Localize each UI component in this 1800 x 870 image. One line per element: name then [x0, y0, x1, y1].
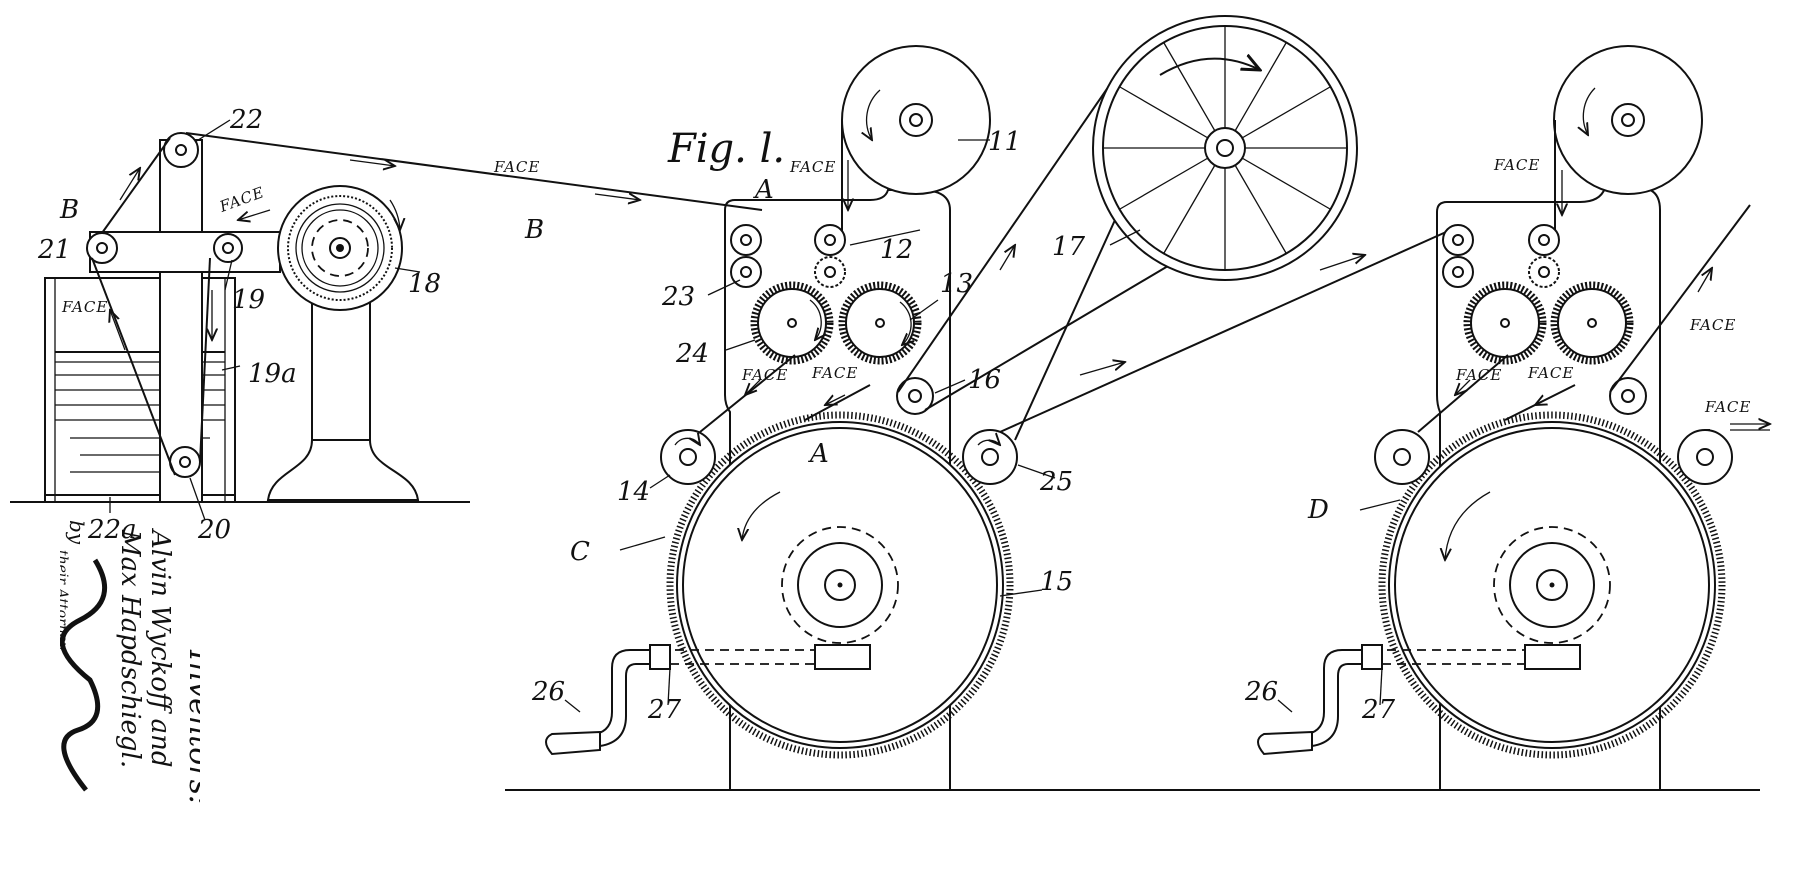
- pulley-19: [213, 233, 243, 263]
- label-D: D: [1307, 495, 1329, 525]
- label-B-mid: B: [524, 215, 544, 245]
- label-19a: 19a: [248, 359, 297, 389]
- roll-11: [841, 45, 991, 195]
- stand: [266, 289, 420, 501]
- label-18: 18: [408, 269, 441, 299]
- label-12: 12: [880, 235, 913, 265]
- label-27-left: 27: [647, 695, 682, 725]
- label-face-8: FACE: [1455, 366, 1502, 384]
- inventors-attorney: their Attorney.: [60, 550, 70, 653]
- pulley-22: [163, 132, 199, 168]
- label-22: 22: [229, 105, 263, 135]
- rolls-side-right: [1374, 377, 1733, 485]
- roll-25: [962, 429, 1018, 485]
- label-face-4: FACE: [789, 158, 836, 176]
- inventors-names-line2: Max Hapdschiegl.: [115, 529, 145, 768]
- label-22a: 22a: [87, 515, 137, 545]
- roll-16: [896, 377, 934, 415]
- label-face-6: FACE: [811, 364, 858, 382]
- label-face-10: FACE: [1689, 316, 1736, 334]
- label-17: 17: [1052, 232, 1086, 262]
- label-face-2: FACE: [216, 183, 267, 216]
- label-20: 20: [197, 515, 231, 545]
- right-machine: [1257, 45, 1770, 790]
- label-A-top: A: [753, 175, 774, 205]
- label-19: 19: [232, 285, 265, 315]
- attorney-signature: [60, 558, 108, 792]
- wheel-17: [1092, 15, 1358, 281]
- label-24: 24: [675, 339, 709, 369]
- crank-right: [1257, 644, 1581, 756]
- drum-15: [666, 411, 1014, 759]
- label-face-9: FACE: [1527, 364, 1574, 382]
- drum-right: [1378, 411, 1726, 759]
- label-13: 13: [940, 269, 973, 299]
- inventors-heading: Inventors:: [182, 649, 200, 805]
- roll-14: [660, 429, 716, 485]
- inventors-by: by: [65, 520, 89, 545]
- label-14: 14: [617, 477, 650, 507]
- label-face-5: FACE: [741, 366, 788, 384]
- figure-title: Fig. l.: [667, 126, 785, 172]
- label-23: 23: [661, 282, 695, 312]
- label-C: C: [570, 537, 590, 567]
- label-11: 11: [988, 127, 1021, 157]
- web-B-path: [91, 132, 763, 476]
- roll-top-right: [1553, 45, 1703, 195]
- middle-machine: [505, 15, 1760, 791]
- gear-24: [750, 281, 834, 365]
- crank-26-27: [545, 644, 871, 756]
- pulley-21: [86, 232, 118, 264]
- inventors-names-line1: Alvin Wyckoff and: [145, 528, 175, 768]
- label-face-1: FACE: [61, 298, 108, 316]
- label-face-7: FACE: [1493, 156, 1540, 174]
- diagram-labels: Fig. l. B B A A C D 22 21 19 19a 18 22a …: [37, 105, 1751, 725]
- label-B-left: B: [59, 195, 79, 225]
- label-face-11: FACE: [1704, 398, 1751, 416]
- gears-right: [1463, 281, 1634, 365]
- label-27-right: 27: [1361, 695, 1396, 725]
- left-apparatus: [10, 119, 763, 521]
- label-15: 15: [1040, 567, 1073, 597]
- label-face-3: FACE: [493, 158, 540, 176]
- gear-13: [838, 281, 922, 365]
- label-16: 16: [968, 365, 1001, 395]
- label-26-right: 26: [1244, 677, 1278, 707]
- label-A-drum: A: [808, 439, 829, 469]
- rolls-12-23: [730, 224, 846, 288]
- inventor-signature-block: Inventors: Alvin Wyckoff and Max Hapdsch…: [60, 520, 200, 805]
- label-25: 25: [1039, 467, 1073, 497]
- label-26-left: 26: [531, 677, 565, 707]
- rolls-upper-right: [1442, 224, 1560, 288]
- label-21: 21: [37, 235, 71, 265]
- roll-18: [277, 185, 402, 311]
